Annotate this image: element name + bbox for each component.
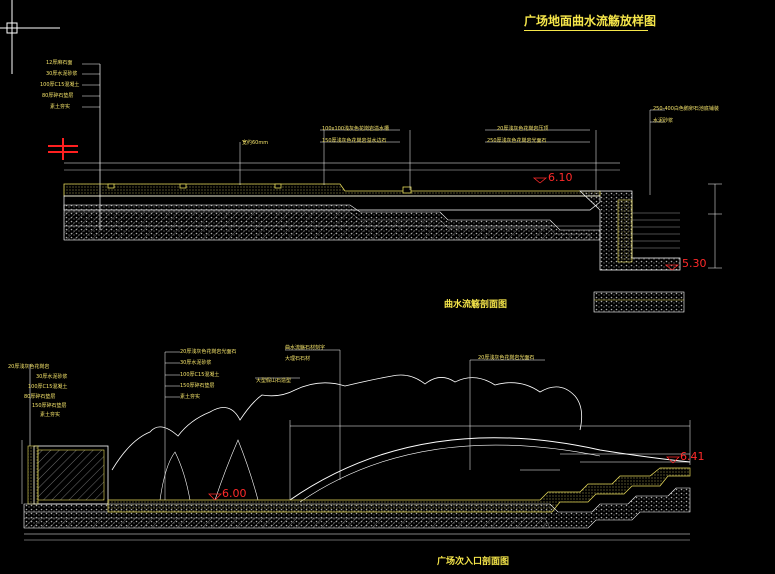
crosshair-cursor-icon (0, 0, 60, 74)
s1-elevation-top: 6.10 (548, 171, 573, 184)
s2-mid-note-1: 20厚浅灰色花岗岩光面石 (180, 349, 237, 355)
s2-elevation-left: 6.00 (222, 487, 247, 500)
s1-elevation-bottom: 5.30 (682, 257, 707, 270)
s2-left-note-2: 30厚水泥砂浆 (36, 374, 68, 380)
s2-elevation-right: 6.41 (680, 450, 705, 463)
s2-left-note-5: 150厚碎石垫层 (32, 403, 67, 409)
s2-mid-note-5: 素土夯实 (180, 394, 201, 400)
s2-center-note-2: 大理石石材 (285, 356, 311, 362)
section1-drawing (63, 63, 722, 313)
s2-mid-note-2: 30厚水泥砂浆 (180, 360, 212, 366)
main-title-underline (524, 30, 648, 31)
s1-far-right-note-2: 水泥砂浆 (653, 118, 674, 124)
s1-left-note-1: 12厚麻石面 (46, 60, 73, 66)
s1-mid-note-2: 150厚浅灰色花岗岩溢水边石 (322, 138, 387, 144)
s1-right-note-2: 250厚浅灰色花岗岩光面石 (487, 138, 547, 144)
s2-left-note-4: 80厚碎石垫层 (24, 394, 56, 400)
s2-right-note: 20厚浅灰色花岗岩光面石 (478, 355, 535, 361)
section2-title: 广场次入口剖面图 (437, 557, 510, 567)
s2-mid-note-4: 150厚碎石垫层 (180, 383, 215, 389)
s1-mid-note-1: 100x100浅灰色花岗岩溢水槽 (322, 126, 390, 132)
s1-left-note-5: 素土夯实 (50, 104, 71, 110)
s2-left-note-3: 100厚C15混凝土 (28, 384, 68, 390)
s1-left-note-4: 80厚碎石垫层 (42, 93, 74, 99)
s1-left-note-2: 30厚水泥砂浆 (46, 71, 78, 77)
s2-center-note-1: 曲水流觞石材刻字 (285, 345, 326, 351)
section2-drawing (21, 349, 691, 541)
s1-center-label: 宽约60mm (242, 140, 269, 146)
s2-left-note-1: 20厚浅灰色花岗岩 (8, 364, 50, 370)
section1-title: 曲水流觞剖面图 (444, 300, 508, 310)
break-symbol (48, 138, 78, 160)
s1-far-right-note-1: 250-400白色鹅卵石池底铺装 (653, 106, 719, 112)
s1-left-note-3: 100厚C15混凝土 (40, 82, 80, 88)
s1-right-note-1: 20厚浅灰色花岗岩压顶 (497, 126, 549, 132)
main-title: 广场地面曲水流觞放样图 (524, 14, 657, 28)
s2-left-note-6: 素土夯实 (40, 412, 61, 418)
s2-mid-note-3: 100厚C15混凝土 (180, 372, 220, 378)
s2-tree-label: 大型假山石造型 (256, 378, 292, 384)
